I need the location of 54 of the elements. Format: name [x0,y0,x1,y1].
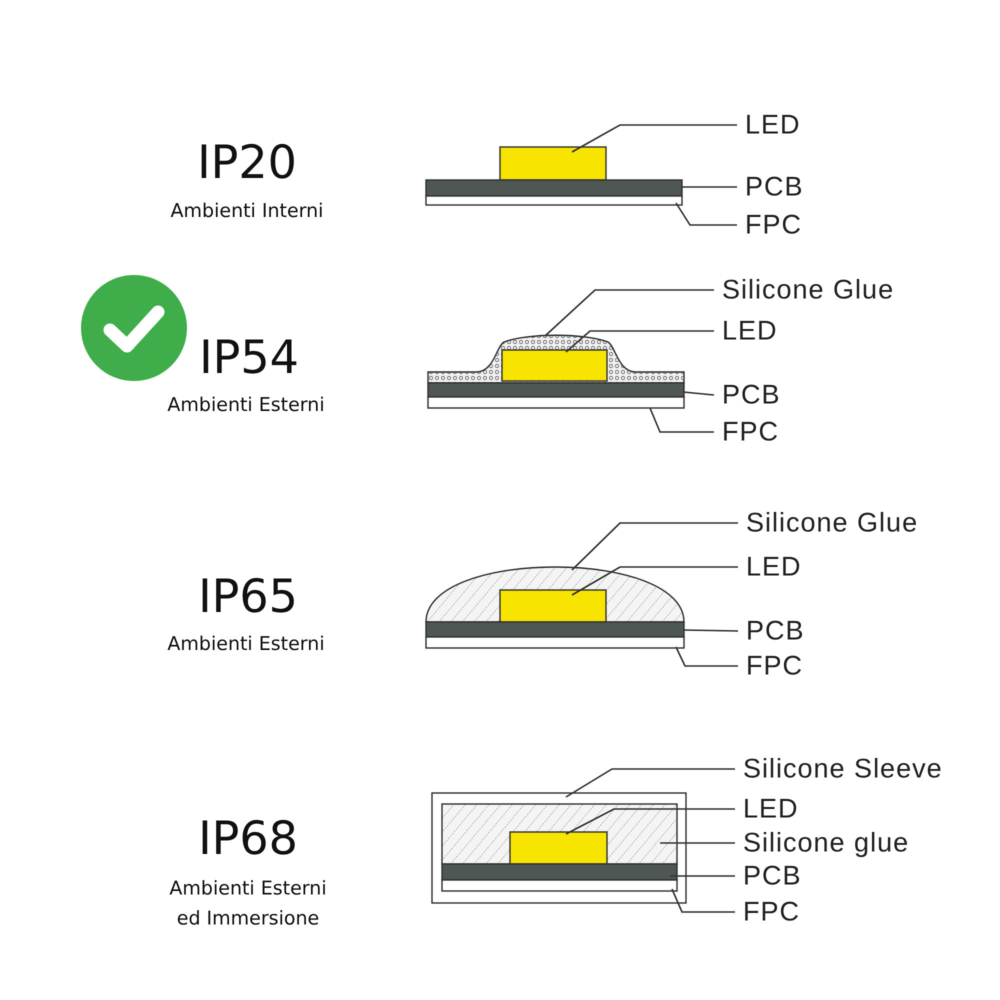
pcb-layer [426,180,682,196]
part-label: Silicone glue [735,830,910,856]
part-label: LED [735,796,799,822]
leader-line [681,186,737,188]
fpc-layer [428,397,684,408]
environment-caption: Ambienti Esterni ed Immersione [168,876,328,932]
part-label: Silicone Sleeve [735,756,943,782]
leader-line [660,842,735,844]
leader-line [649,408,714,433]
fpc-layer [426,637,684,648]
rating-heading: IP54 [199,334,299,380]
leader-line [572,124,737,153]
part-label: PCB [738,618,805,644]
leader-line [671,888,735,913]
led-chip [502,350,607,381]
environment-caption: Ambienti Esterni [167,632,325,657]
part-label: FPC [738,652,803,680]
led-chip [500,147,606,180]
part-label: FPC [714,418,779,446]
fpc-layer [442,880,677,891]
part-label: PCB [737,174,804,200]
part-label: LED [714,318,778,344]
pcb-layer [442,864,677,880]
leader-line [566,768,735,798]
leader-line [565,330,714,353]
part-label: Silicone Glue [738,510,918,536]
leader-line [670,875,735,877]
silicone-glue-layer [426,567,684,622]
pcb-layer [426,622,684,637]
fpc-layer [432,793,686,903]
leader-line [675,202,737,226]
part-label: LED [738,554,802,580]
leader-line [544,289,714,337]
part-label: LED [737,112,801,138]
fpc-layer [426,196,682,205]
part-label: FPC [735,898,800,926]
led-chip [500,590,606,622]
leader-line [571,522,738,571]
rating-heading: IP20 [197,139,297,185]
part-label: FPC [737,212,802,238]
silicone-glue-layer [442,804,677,864]
leader-line [682,629,738,632]
leader-line [682,391,714,396]
pcb-layer [428,383,684,397]
part-label: PCB [714,382,781,408]
leader-line [675,646,738,667]
rating-heading: IP68 [198,815,298,861]
environment-caption: Ambienti Interni [170,198,324,224]
rating-heading: IP65 [198,573,298,619]
silicone-glue-layer [428,333,684,383]
environment-caption: Ambienti Esterni [167,392,325,418]
part-label: Silicone Glue [714,276,894,304]
led-chip [510,832,607,864]
part-label: PCB [735,862,802,890]
